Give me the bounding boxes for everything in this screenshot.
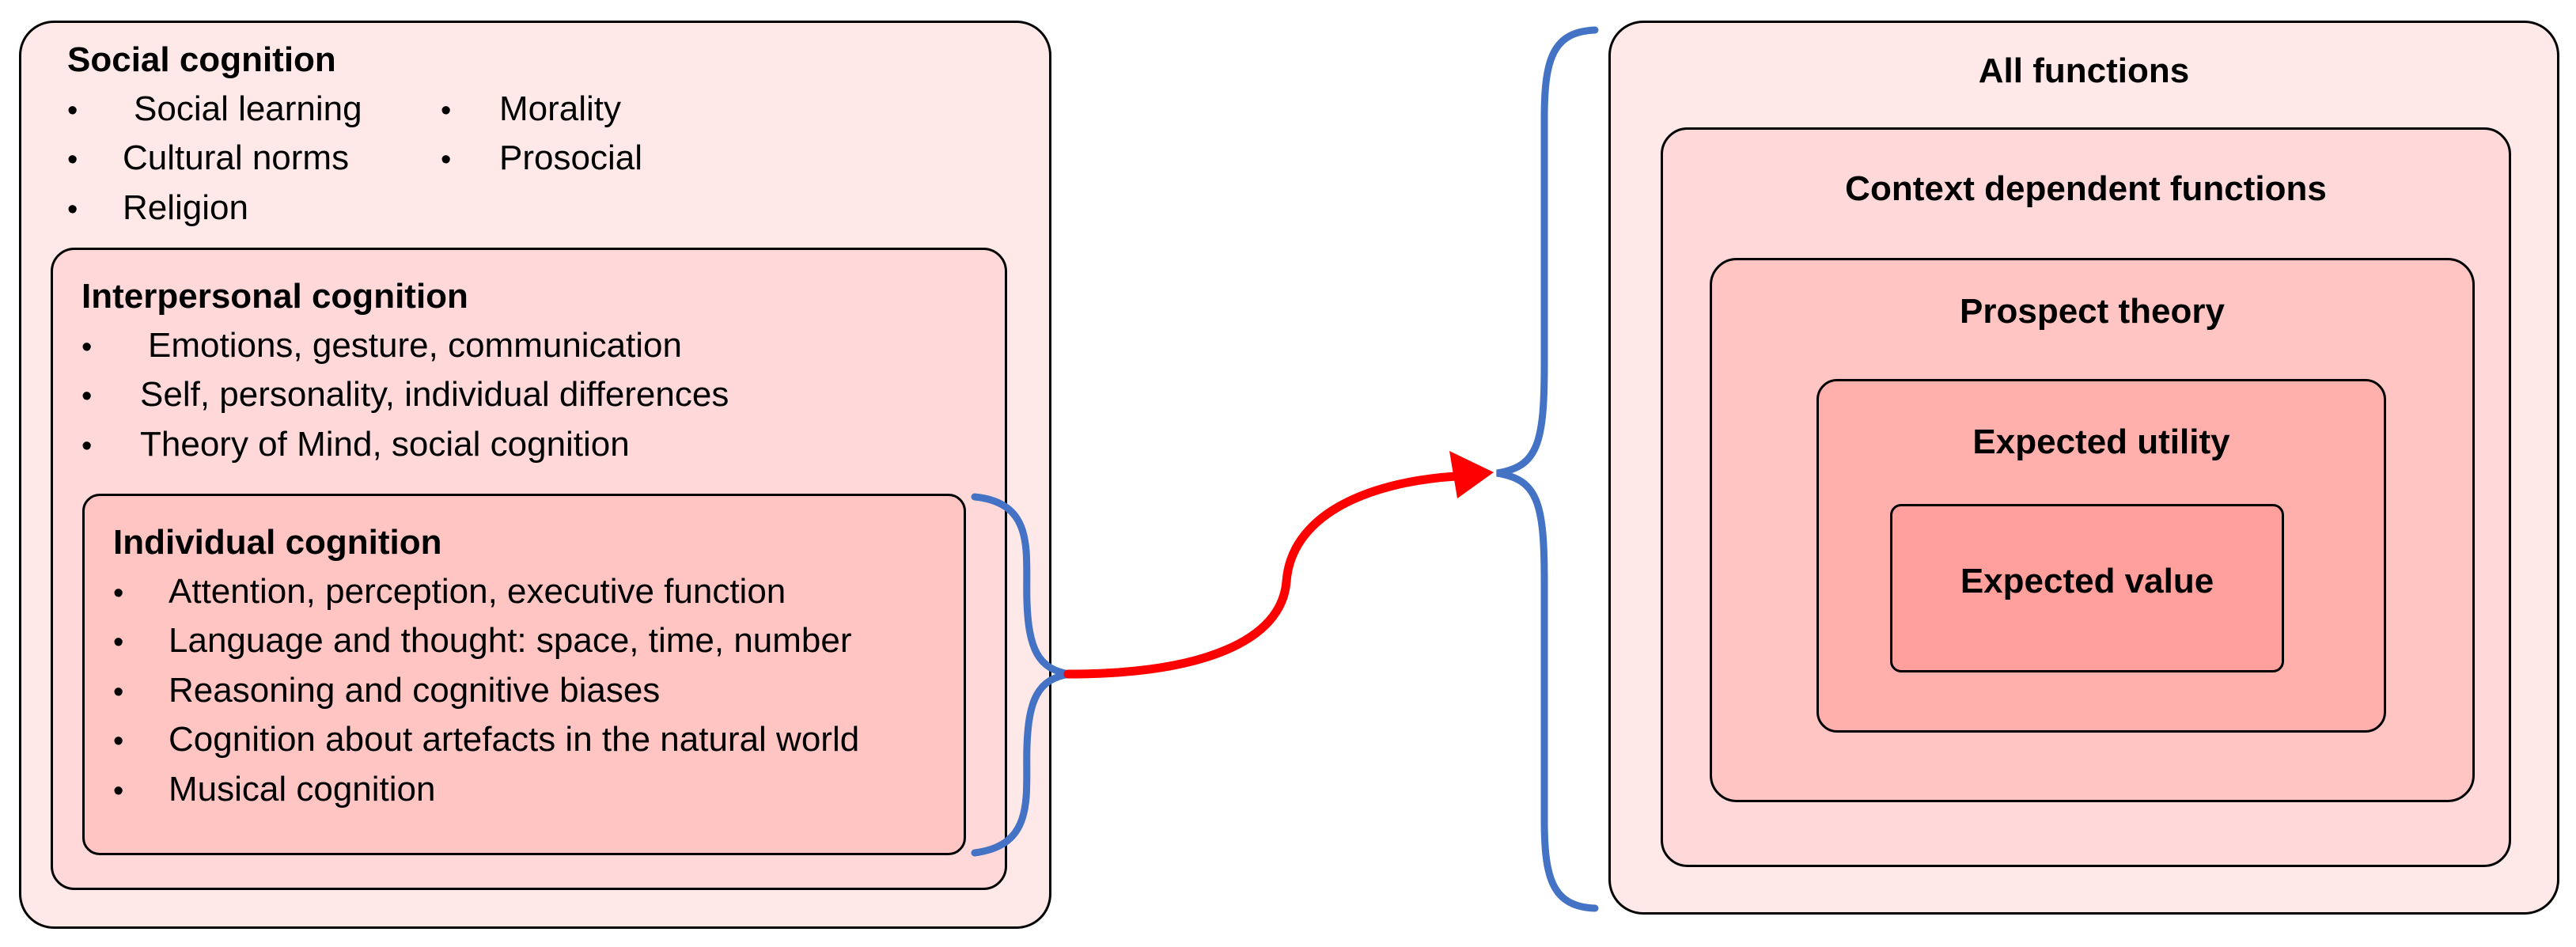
list-item: •Musical cognition [113, 770, 436, 809]
list-item: •Cognition about artefacts in the natura… [113, 720, 860, 759]
context-dependent-functions-title: Context dependent functions [1845, 169, 2327, 208]
bullet-icon: • [113, 725, 124, 758]
bullet-icon: • [67, 143, 78, 176]
small-brace-icon [971, 493, 1070, 857]
bullet-icon: • [441, 94, 452, 127]
list-item: •Cultural norms [67, 138, 350, 177]
prospect-theory-title: Prospect theory [1960, 292, 2225, 331]
list-item: •Attention, perception, executive functi… [113, 572, 786, 611]
individual-cognition-title: Individual cognition [113, 523, 442, 562]
list-item: •Prosocial [441, 138, 642, 177]
bullet-icon: • [81, 380, 93, 413]
large-brace-icon [1496, 26, 1599, 912]
list-item: •Emotions, gesture, communication [81, 326, 682, 365]
bullet-icon: • [67, 94, 78, 127]
bullet-icon: • [113, 626, 124, 659]
interpersonal-cognition-title: Interpersonal cognition [81, 277, 468, 316]
bullet-icon: • [81, 331, 93, 364]
all-functions-title: All functions [1978, 51, 2190, 90]
list-item: •Reasoning and cognitive biases [113, 671, 661, 710]
bullet-icon: • [67, 193, 78, 226]
list-item: •Theory of Mind, social cognition [81, 425, 630, 464]
list-item: •Religion [67, 188, 248, 227]
bullet-icon: • [113, 577, 124, 610]
individual-cognition-box: Individual cognition •Attention, percept… [82, 494, 966, 855]
expected-value-box: Expected value [1890, 504, 2284, 672]
social-cognition-title: Social cognition [67, 40, 336, 79]
arrowhead-icon [1449, 451, 1494, 498]
list-item: •Language and thought: space, time, numb… [113, 621, 852, 660]
list-item: •Morality [441, 89, 622, 128]
bullet-icon: • [441, 143, 452, 176]
expected-value-title: Expected value [1960, 562, 2214, 600]
list-item: •Self, personality, individual differenc… [81, 375, 729, 414]
red-curved-arrow [1063, 472, 1460, 679]
list-item: •Social learning [67, 89, 362, 128]
bullet-icon: • [81, 430, 93, 463]
bullet-icon: • [113, 676, 124, 709]
bullet-icon: • [113, 775, 124, 808]
expected-utility-title: Expected utility [1972, 422, 2230, 461]
